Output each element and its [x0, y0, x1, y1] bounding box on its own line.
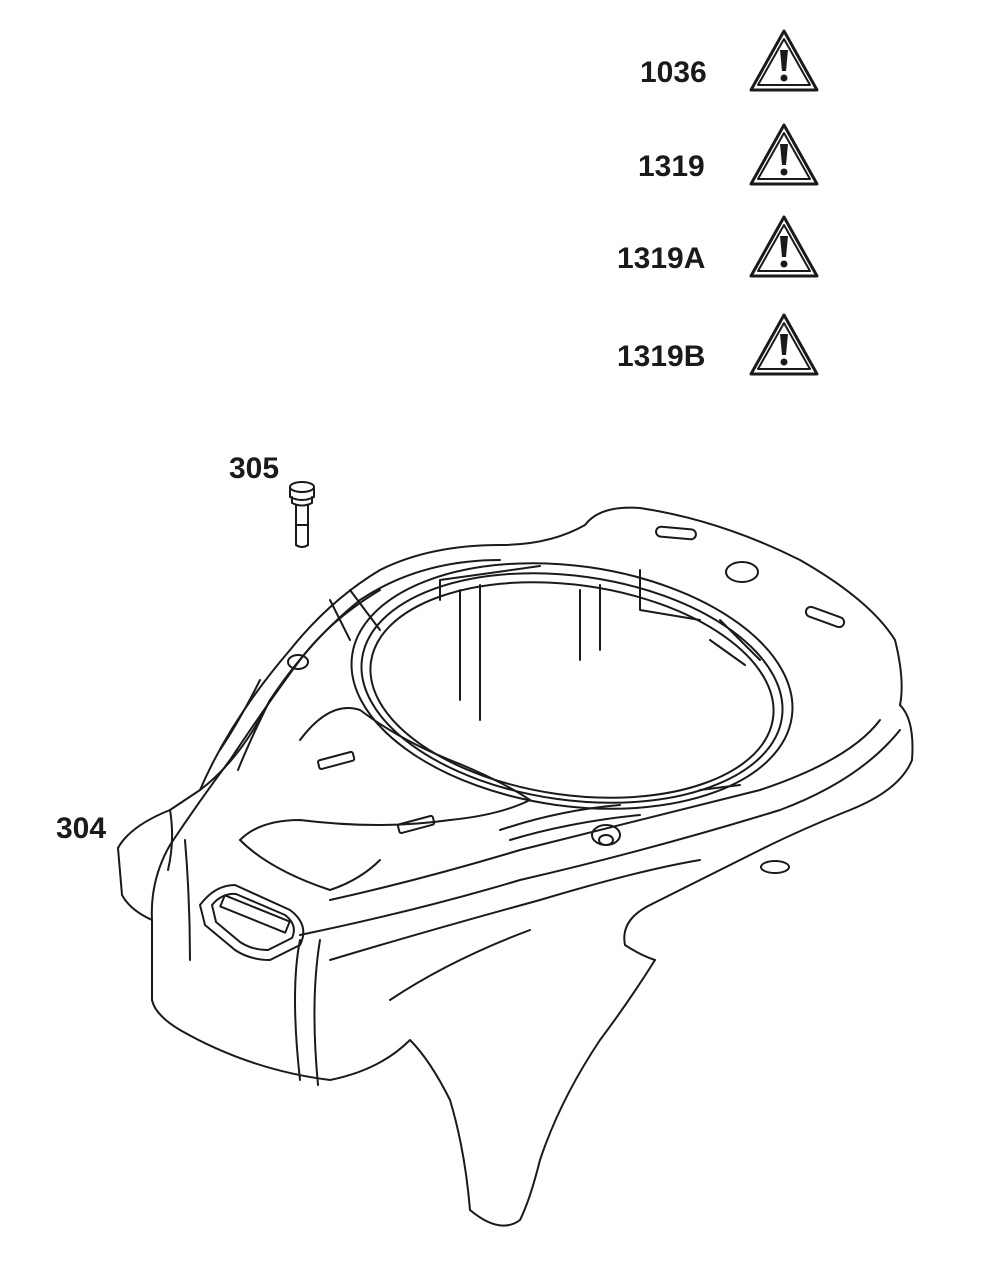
callout-1319: 1319 — [638, 150, 705, 183]
callout-1319a: 1319A — [617, 242, 706, 275]
warning-triangle-icon — [749, 29, 819, 92]
warning-triangle-icon — [749, 215, 819, 278]
brand-logo-badge — [199, 884, 305, 961]
callout-1319b: 1319B — [617, 340, 706, 373]
callout-1036: 1036 — [640, 56, 707, 89]
warning-triangle-icon — [749, 313, 819, 376]
warning-triangle-icon — [749, 123, 819, 186]
blower-housing-304 — [117, 506, 914, 1227]
bolt-305 — [289, 481, 315, 548]
callout-304: 304 — [56, 812, 107, 845]
callout-305: 305 — [229, 452, 280, 485]
